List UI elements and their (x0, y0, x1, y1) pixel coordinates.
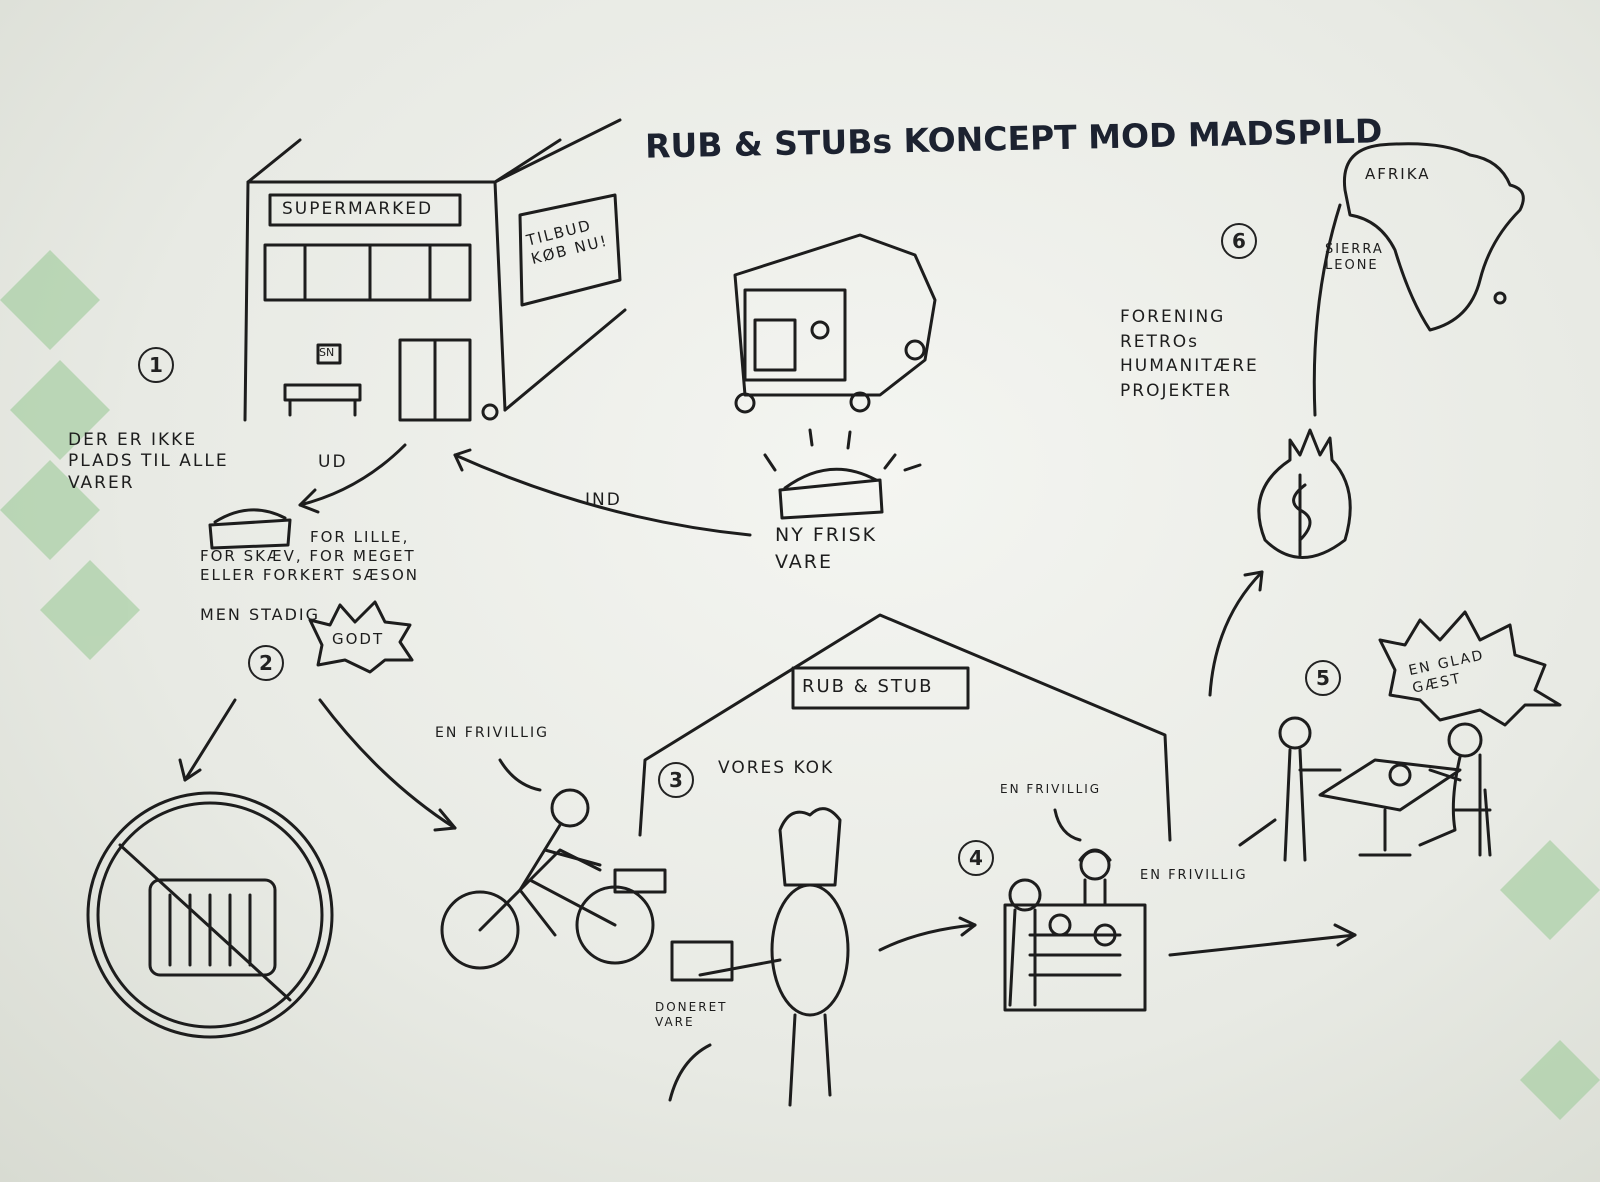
reasons-text: FOR LILLE, FOR SKÆV, FOR MEGET ELLER FOR… (200, 528, 419, 584)
in-label: IND (585, 490, 622, 510)
no-space-text: DER ER IKKE PLADS TIL ALLE VARER (68, 430, 229, 493)
no-freezer-sign (86, 791, 334, 1039)
out-label: UD (318, 452, 348, 472)
restaurant-sign: RUB & STUB (802, 676, 934, 697)
our-cook-label: VORES KOK (718, 758, 835, 778)
rub-stub-house (638, 613, 1172, 842)
step-number-3: 3 (658, 762, 694, 798)
supermarket-building (243, 118, 627, 422)
good-text: GODT (332, 630, 385, 648)
arrows (178, 203, 1357, 1102)
sierra-leone-label: SIERRA LEONE (1325, 242, 1384, 274)
money-bag (1257, 428, 1352, 559)
africa-label: AFRIKA (1365, 165, 1431, 183)
still-text: MEN STADIG (200, 605, 321, 624)
africa-map (1342, 142, 1525, 332)
truck-sketch (733, 233, 937, 414)
produce-crate (208, 508, 292, 550)
kitchen-volunteers (1003, 848, 1147, 1012)
donated-goods-label: DONERET VARE (655, 1000, 728, 1029)
guest-table-scene (1278, 610, 1562, 862)
volunteer-bike-label: EN FRIVILLIG (435, 725, 549, 741)
volunteer-on-bike (440, 788, 667, 970)
step-number-5: 5 (1305, 660, 1341, 696)
step-number-1: 1 (138, 347, 174, 383)
step-number-4: 4 (958, 840, 994, 876)
chef (670, 807, 850, 1107)
association-text: FORENING RETROs HUMANITÆRE PROJEKTER (1120, 307, 1259, 401)
decorative-diamonds (0, 250, 1600, 1120)
step-number-2: 2 (248, 645, 284, 681)
supermarket-sign: SUPERMARKED (282, 199, 434, 219)
stand-sign: SN (319, 346, 335, 359)
godt-burst (308, 600, 414, 674)
volunteer-kitchen-label: EN FRIVILLIG (1000, 782, 1102, 796)
step-number-6: 6 (1221, 223, 1257, 259)
fresh-crate (763, 428, 922, 520)
fresh-goods-text: NY FRISK VARE (775, 524, 878, 573)
volunteer-waiter-label: EN FRIVILLIG (1140, 868, 1248, 883)
